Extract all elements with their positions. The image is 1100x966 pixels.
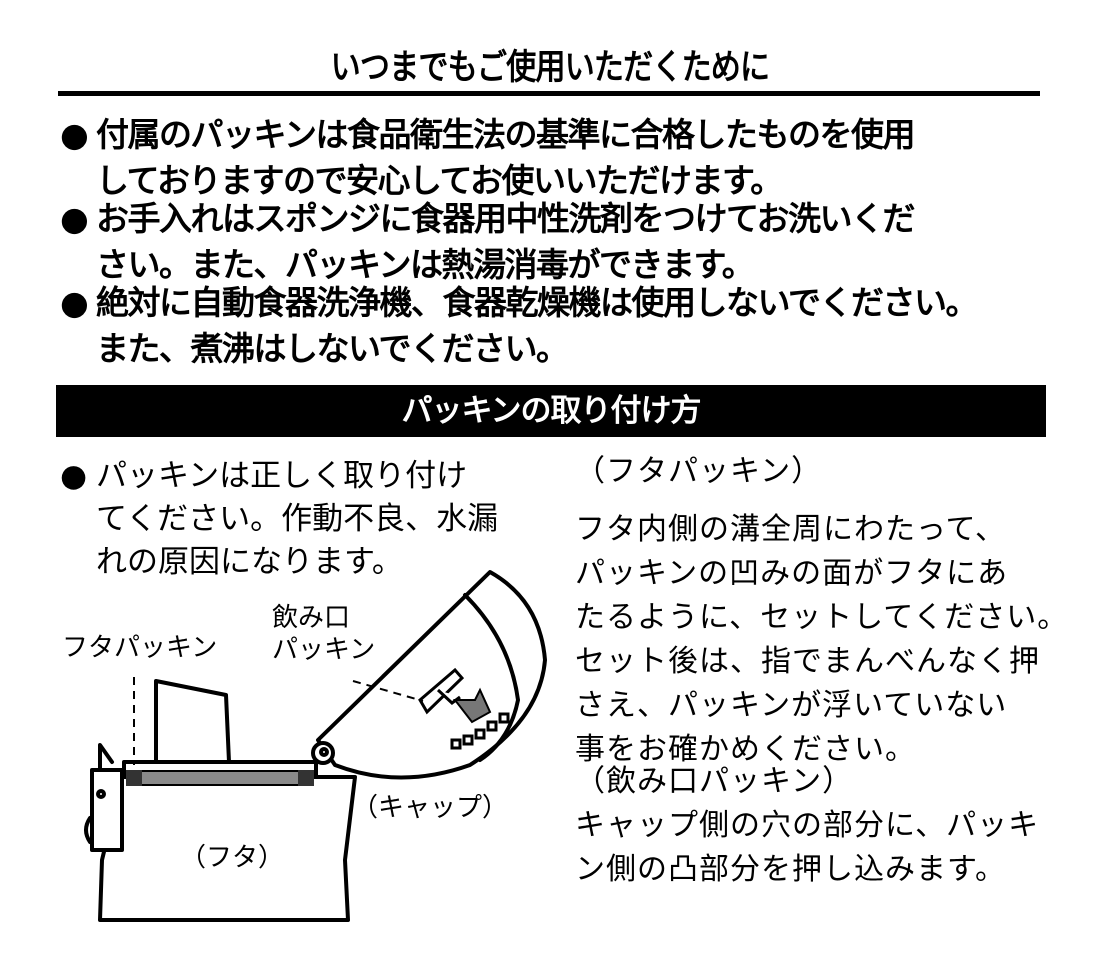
instruction-line: さえ、パッキンが浮いていない	[575, 688, 1008, 723]
lid-gasket-instructions: フタ内側の溝全周にわたって、 パッキンの凹みの面がフタにあ たるように、セットし…	[575, 508, 1068, 772]
install-note: ●パッキンは正しく取り付け てください。作動不良、水漏 れの原因になります。	[60, 455, 498, 584]
instruction-line: パッキンの凹みの面がフタにあ	[575, 556, 1009, 591]
label-lid-gasket: フタパッキン	[62, 633, 218, 663]
spout-gasket-heading: （飲み口パッキン）	[575, 764, 854, 799]
instruction-line: ン側の凸部分を押し込みます。	[575, 852, 1006, 887]
label-lid: （フタ）	[180, 843, 285, 873]
note-line: 絶対に自動食器洗浄機、食器乾燥機は使用しないでください。	[96, 283, 979, 322]
bullet-icon: ●	[60, 458, 88, 494]
bullet-icon: ●	[60, 115, 89, 154]
instruction-line: セット後は、指でまんべんなく押	[575, 644, 1040, 679]
section-header-bar: パッキンの取り付け方	[56, 385, 1046, 437]
label-spout-gasket-line1: 飲み口	[272, 603, 351, 633]
install-note-line: パッキンは正しく取り付け	[96, 458, 468, 494]
instruction-line: 事をお確かめください。	[575, 732, 916, 767]
install-note-line: てください。作動不良、水漏	[96, 501, 499, 537]
care-note-1: ●付属のパッキンは食品衛生法の基準に合格したものを使用 しておりますので安心して…	[60, 112, 916, 204]
note-line: 付属のパッキンは食品衛生法の基準に合格したものを使用	[96, 115, 916, 154]
section-header: パッキンの取り付け方	[401, 393, 701, 429]
label-cap: （キャップ）	[352, 793, 509, 823]
page-title: いつまでもご使用いただくために	[330, 48, 770, 88]
spout-gasket-instructions: （飲み口パッキン） キャップ側の穴の部分に、パッキ ン側の凸部分を押し込みます。	[575, 760, 1039, 892]
install-note-line: れの原因になります。	[96, 544, 403, 580]
note-line: さい。また、パッキンは熱湯消毒ができます。	[96, 245, 755, 284]
bullet-icon: ●	[60, 283, 89, 322]
care-note-3: ●絶対に自動食器洗浄機、食器乾燥機は使用しないでください。 また、煮沸はしないで…	[60, 280, 979, 372]
gasket-diagram	[84, 570, 547, 922]
note-line: しておりますので安心してお使いいただけます。	[96, 161, 783, 200]
note-line: お手入れはスポンジに食器用中性洗剤をつけてお洗いくだ	[96, 199, 916, 238]
instruction-line: キャップ側の穴の部分に、パッキ	[575, 808, 1040, 843]
care-note-2: ●お手入れはスポンジに食器用中性洗剤をつけてお洗いくだ さい。また、パッキンは熱…	[60, 196, 916, 288]
label-spout-gasket-line2: パッキン	[272, 635, 376, 665]
note-line: また、煮沸はしないでください。	[96, 329, 569, 368]
lid-gasket-heading: （フタパッキン）	[575, 454, 823, 489]
title-divider	[58, 91, 1040, 96]
instruction-line: フタ内側の溝全周にわたって、	[575, 512, 1006, 547]
bullet-icon: ●	[60, 199, 89, 238]
instruction-line: たるように、セットしてください。	[575, 600, 1069, 635]
